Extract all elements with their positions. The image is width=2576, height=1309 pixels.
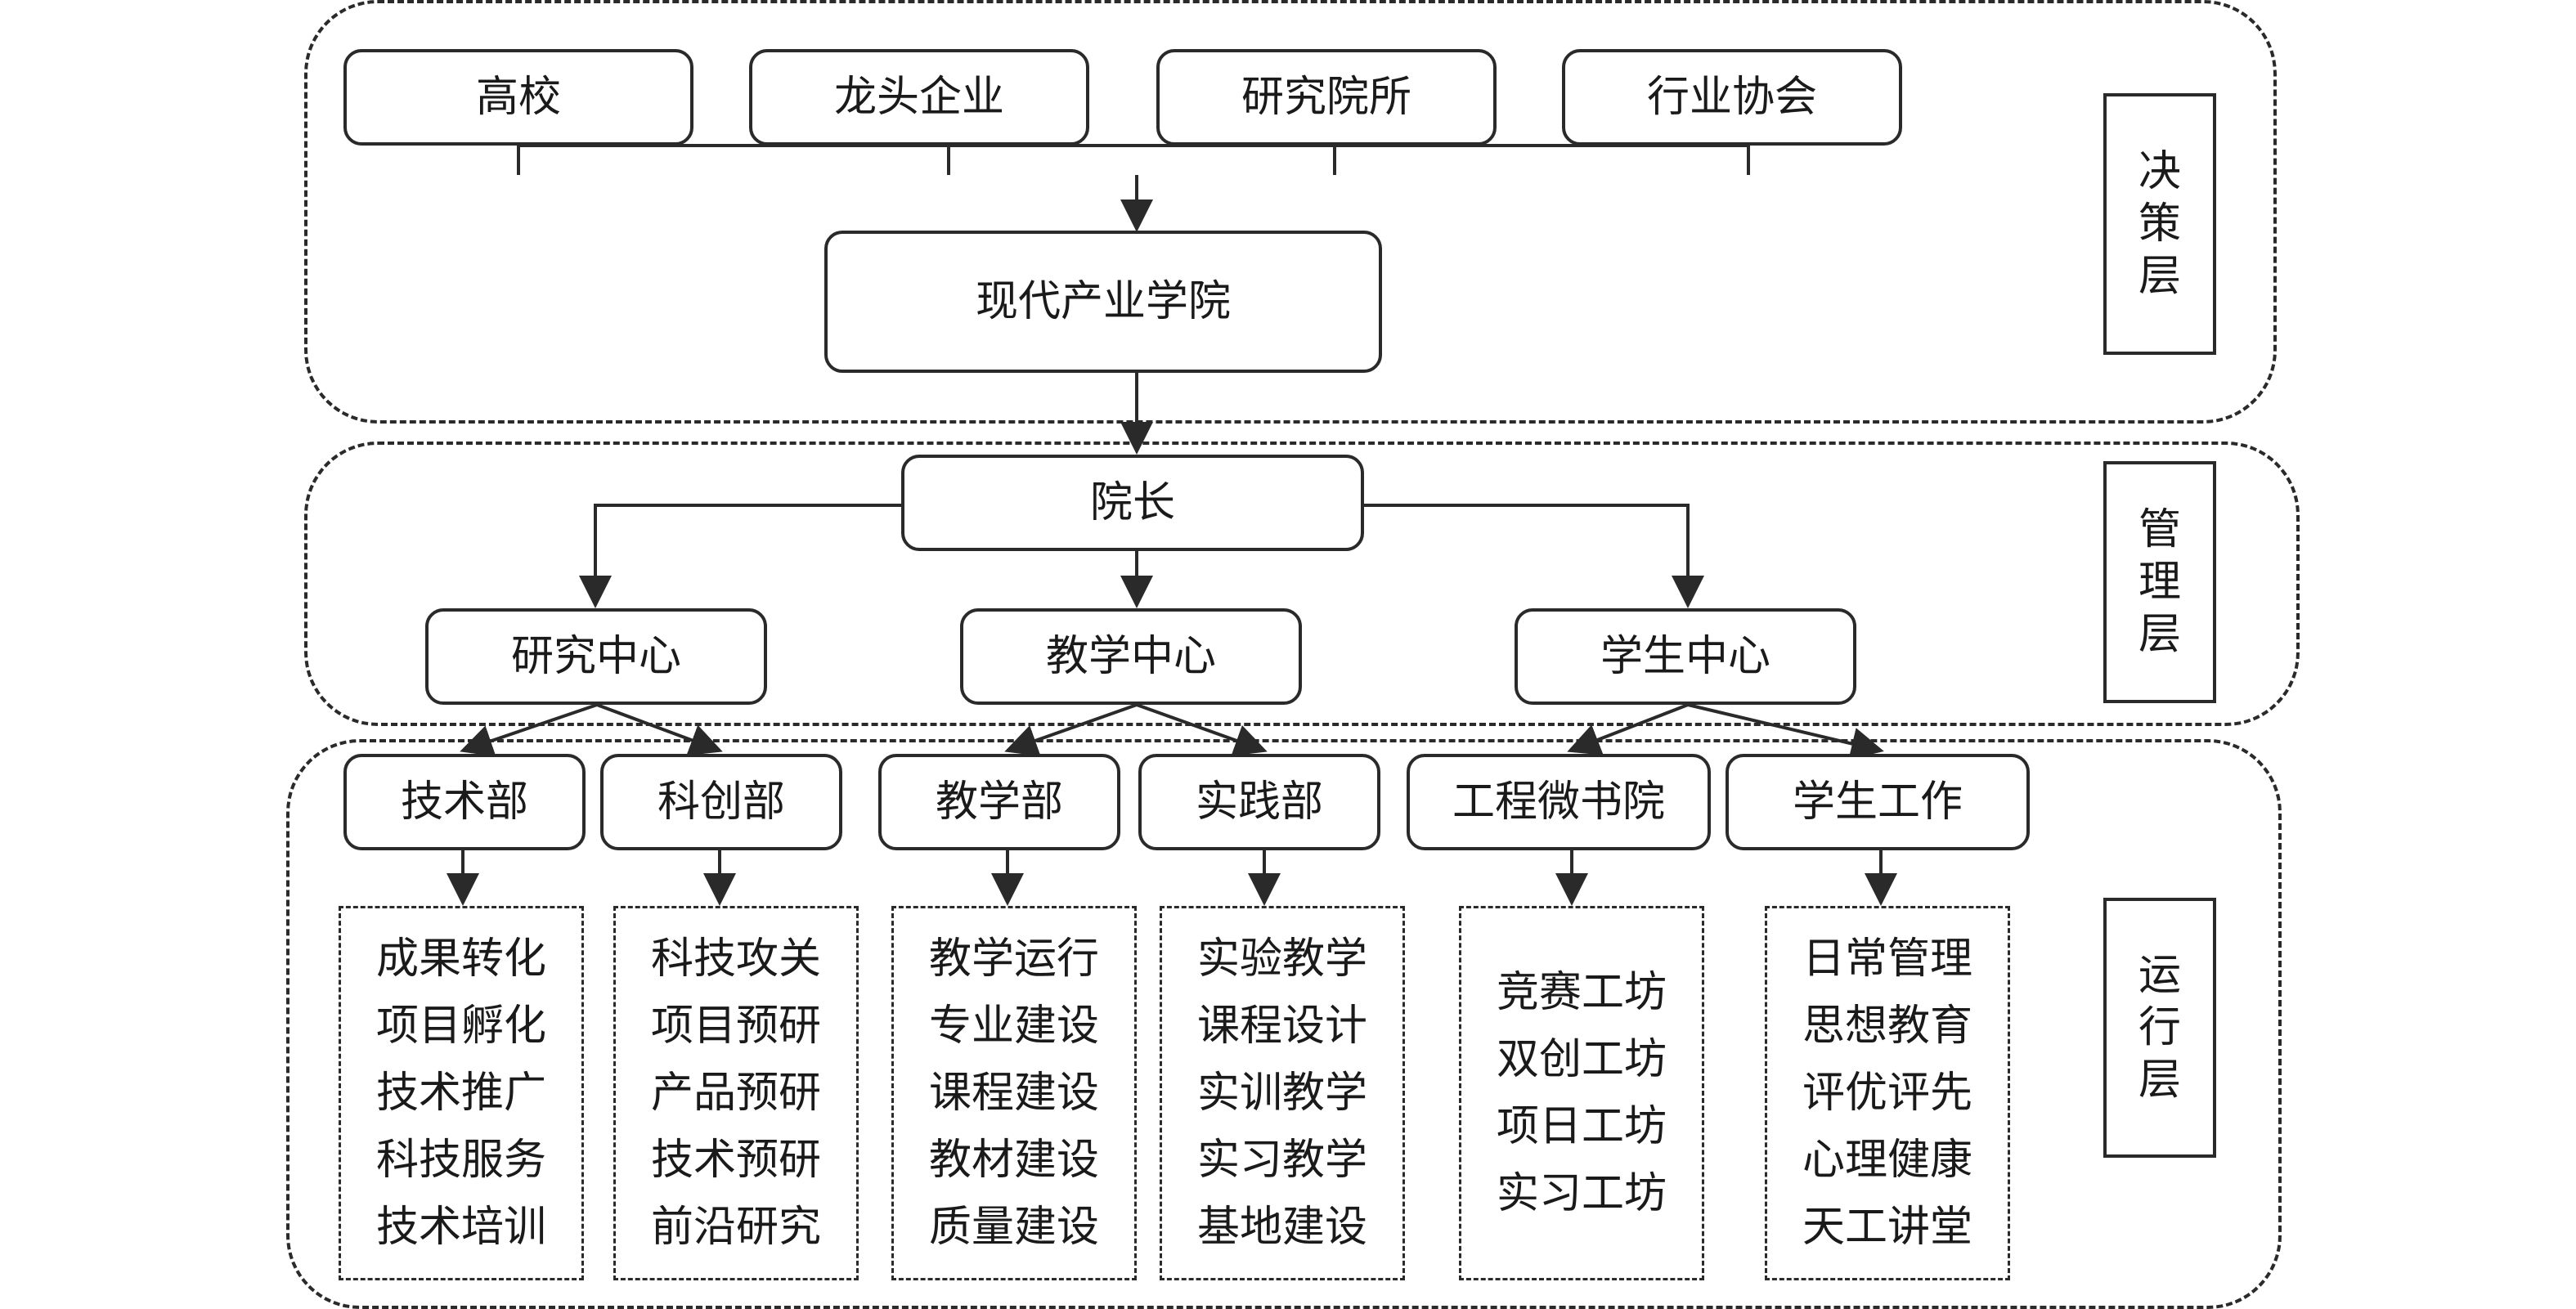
layer-label-text: 运 行 层	[2138, 951, 2181, 1105]
research-center-node[interactable]: 研究中心	[425, 608, 767, 705]
task-item: 专业建设	[928, 1002, 1099, 1051]
task-item: 科技服务	[375, 1136, 546, 1185]
teaching-to-teachdept-arrow	[1004, 703, 1138, 756]
task-item: 项目孵化	[375, 1002, 546, 1051]
task-list-student-affairs: 日常管理 思想教育 评优评先 心理健康 天工讲堂	[1765, 906, 2010, 1280]
task-list-innovation: 科技攻关 项目预研 产品预研 技术预研 前沿研究	[613, 906, 859, 1280]
task-item: 日常管理	[1802, 935, 1972, 984]
task-item: 成果转化	[375, 935, 546, 984]
task-list-teaching: 教学运行 专业建设 课程建设 教材建设 质量建设	[891, 906, 1137, 1280]
management-layer-label: 管 理 层	[2103, 461, 2216, 703]
dept-node-engineering-academy[interactable]: 工程微书院	[1407, 754, 1711, 850]
dept-node-innovation[interactable]: 科创部	[600, 754, 842, 850]
dean-to-student-arrow	[1364, 504, 1704, 608]
task-item: 竞赛工坊	[1496, 968, 1667, 1017]
task-item: 科技攻关	[650, 935, 821, 984]
task-list-practice: 实验教学 课程设计 实训教学 实习教学 基地建设	[1160, 906, 1405, 1280]
task-item: 课程设计	[1196, 1002, 1367, 1051]
dept-node-technology[interactable]: 技术部	[343, 754, 586, 850]
student-to-engineering-arrow	[1567, 703, 1689, 755]
task-item: 双创工坊	[1496, 1035, 1667, 1084]
task-item: 技术预研	[650, 1136, 821, 1185]
student-to-studentwork-arrow	[1687, 703, 1884, 760]
dept-node-student-affairs[interactable]: 学生工作	[1726, 754, 2030, 850]
layer-label-text: 决 策 层	[2138, 147, 2181, 301]
task-item: 课程建设	[928, 1069, 1099, 1118]
founder-node-industry-association[interactable]: 行业协会	[1562, 49, 1902, 146]
task-item: 质量建设	[928, 1203, 1099, 1252]
founder-node-leading-enterprise[interactable]: 龙头企业	[749, 49, 1089, 146]
student-center-node[interactable]: 学生中心	[1515, 608, 1856, 705]
task-item: 教学运行	[928, 935, 1099, 984]
task-item: 前沿研究	[650, 1203, 821, 1252]
research-to-innovation-arrow	[596, 703, 723, 756]
task-item: 心理健康	[1802, 1136, 1972, 1185]
operation-layer-label: 运 行 层	[2103, 898, 2216, 1158]
task-item: 实验教学	[1196, 935, 1367, 984]
dean-to-research-arrow	[579, 504, 906, 608]
task-list-technology: 成果转化 项目孵化 技术推广 科技服务 技术培训	[339, 906, 584, 1280]
teaching-center-node[interactable]: 教学中心	[960, 608, 1302, 705]
task-item: 项目预研	[650, 1002, 821, 1051]
task-item: 实习工坊	[1496, 1169, 1667, 1218]
task-item: 技术培训	[375, 1203, 546, 1252]
founder-node-research-institute[interactable]: 研究院所	[1156, 49, 1497, 146]
task-item: 项日工坊	[1496, 1102, 1667, 1151]
task-item: 教材建设	[928, 1136, 1099, 1185]
dean-node[interactable]: 院长	[901, 455, 1364, 551]
task-item: 实训教学	[1196, 1069, 1367, 1118]
task-item: 技术推广	[375, 1069, 546, 1118]
dept-node-practice[interactable]: 实践部	[1138, 754, 1380, 850]
decision-layer-label: 决 策 层	[2103, 93, 2216, 355]
teaching-to-practice-arrow	[1136, 703, 1268, 756]
operation-layer-frame	[286, 739, 2282, 1309]
task-item: 基地建设	[1196, 1203, 1367, 1252]
task-item: 天工讲堂	[1802, 1203, 1972, 1252]
task-item: 思想教育	[1802, 1002, 1972, 1051]
task-list-engineering-academy: 竞赛工坊 双创工坊 项日工坊 实习工坊	[1459, 906, 1704, 1280]
management-layer-frame	[304, 442, 2300, 726]
college-node[interactable]: 现代产业学院	[824, 231, 1382, 373]
task-item: 评优评先	[1802, 1069, 1972, 1118]
research-to-tech-arrow	[460, 703, 598, 757]
task-item: 实习教学	[1196, 1136, 1367, 1185]
dept-node-teaching[interactable]: 教学部	[878, 754, 1120, 850]
task-item: 产品预研	[650, 1069, 821, 1118]
founder-node-university[interactable]: 高校	[343, 49, 693, 146]
layer-label-text: 管 理 层	[2138, 505, 2181, 659]
decision-layer-frame	[304, 0, 2277, 424]
